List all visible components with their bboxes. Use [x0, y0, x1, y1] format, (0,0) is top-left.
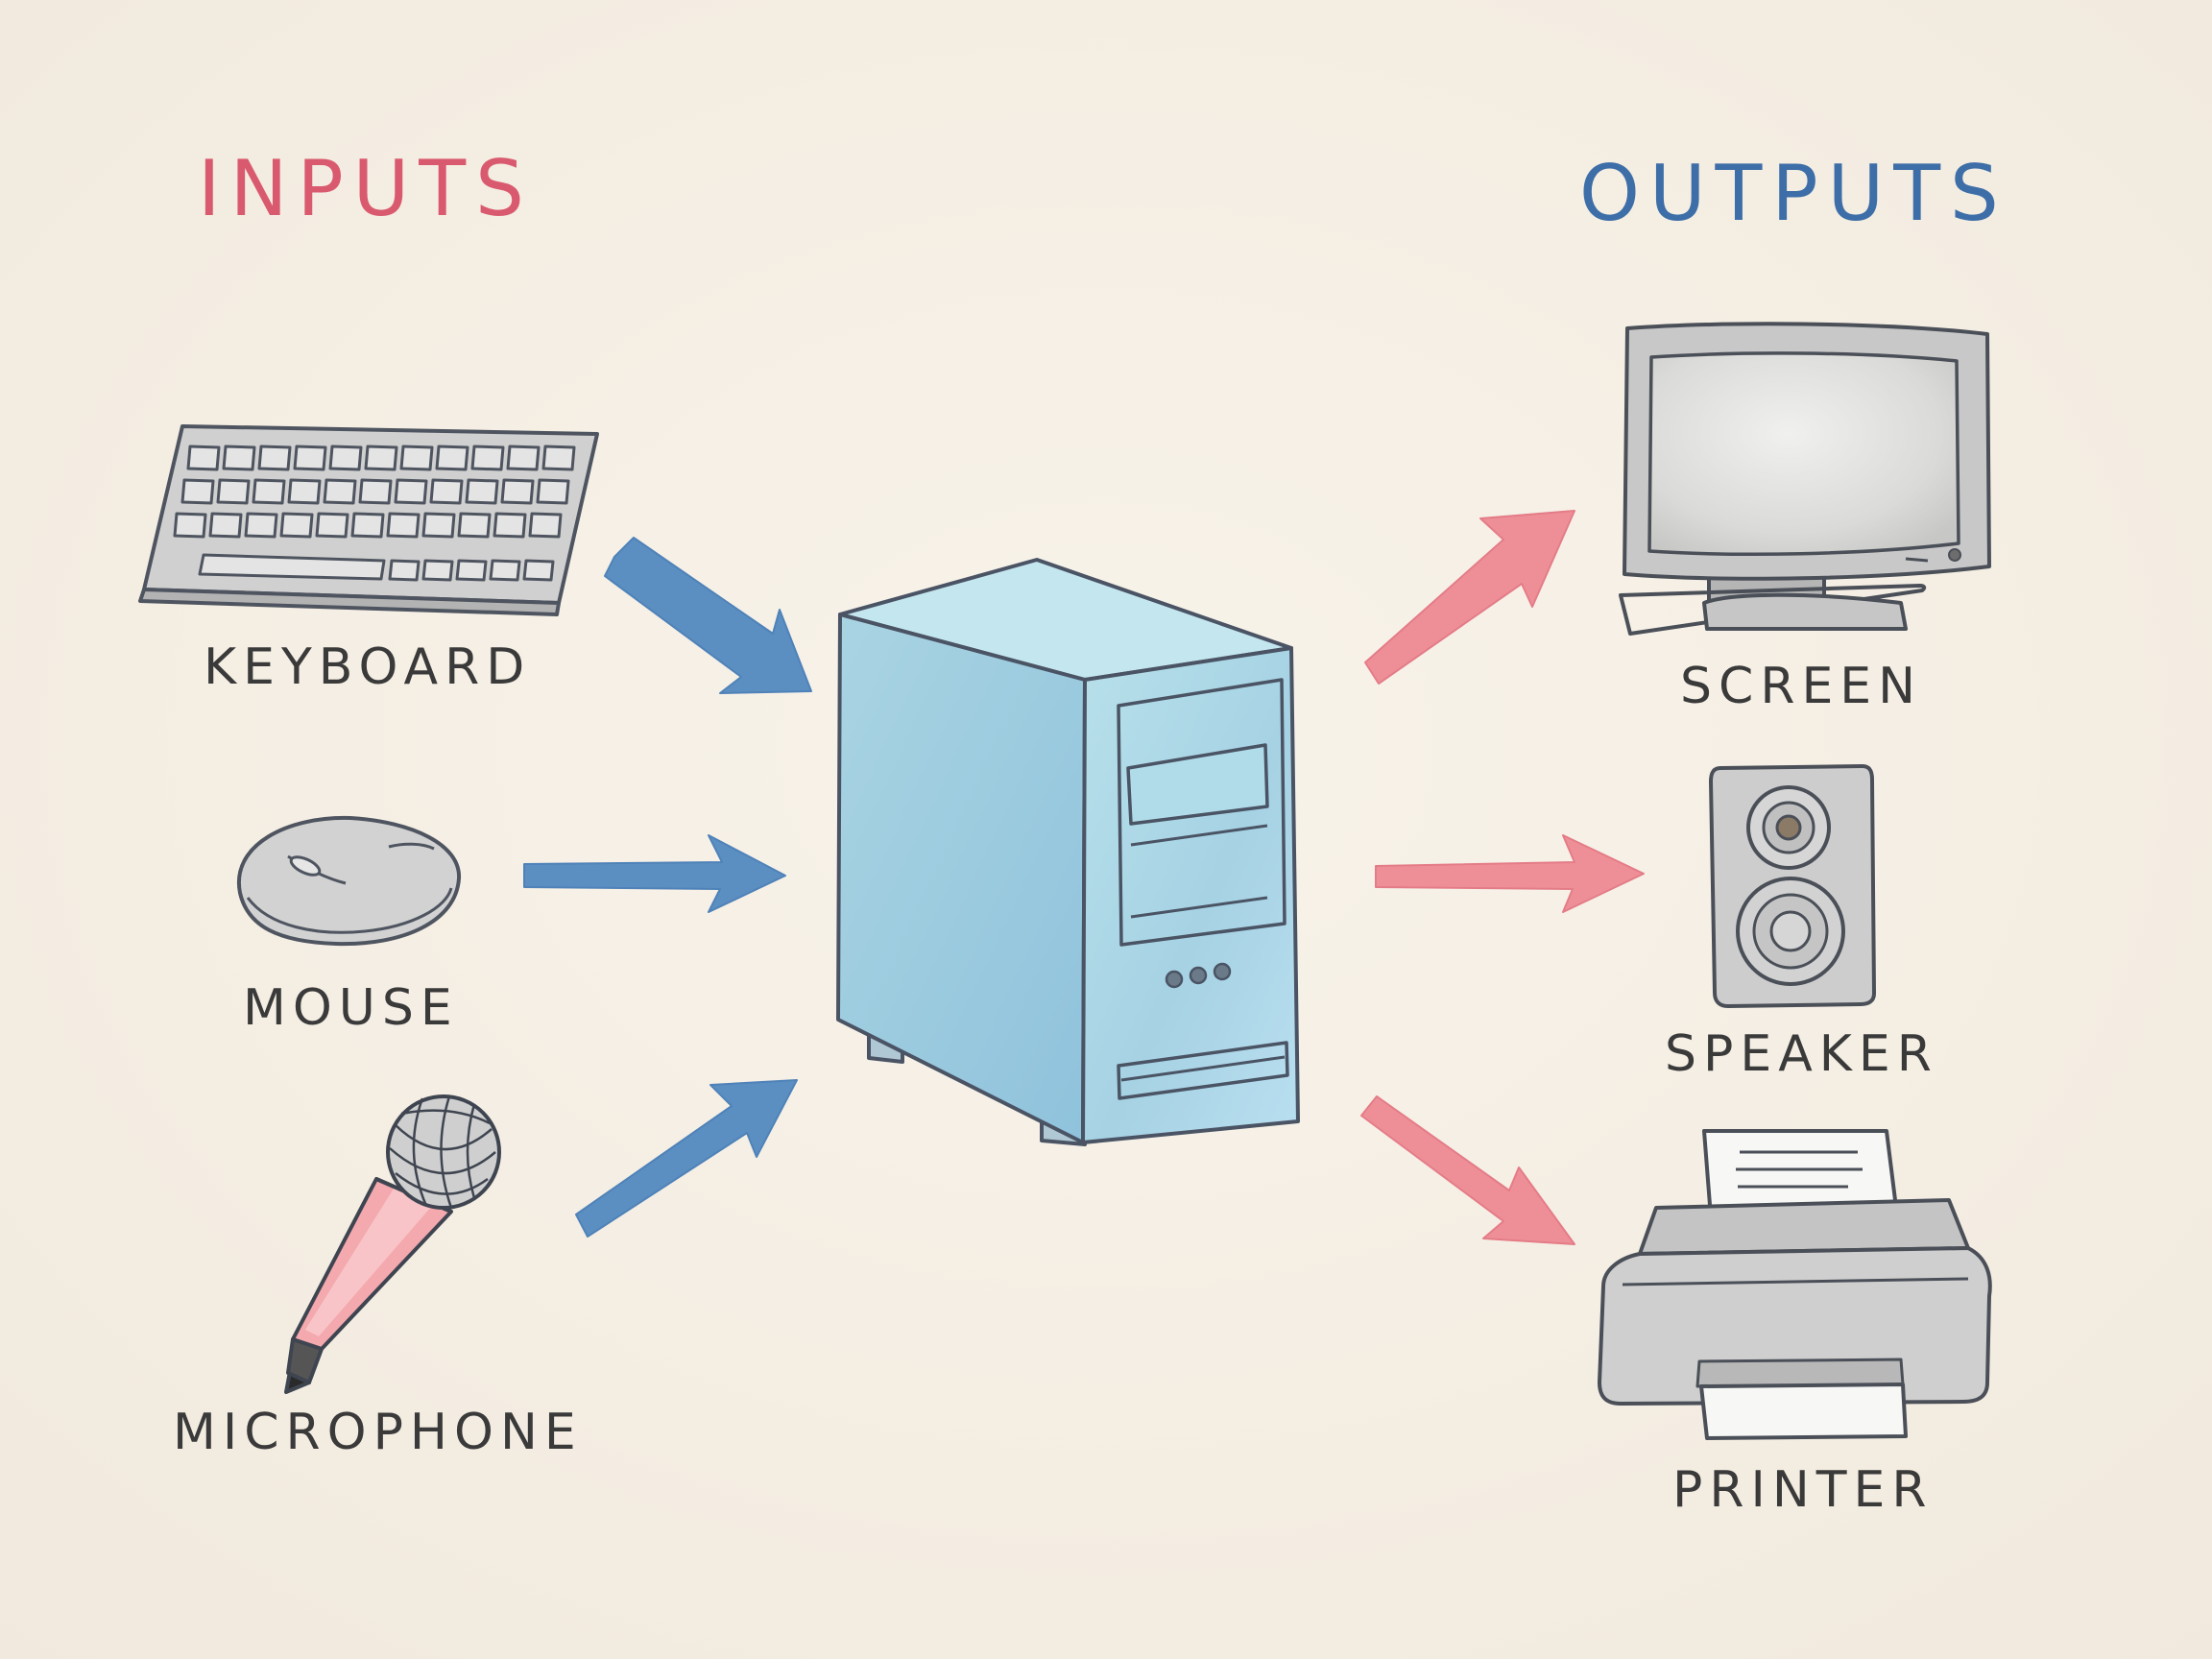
speaker-icon — [1709, 764, 1876, 1008]
keyboard-key — [457, 512, 492, 539]
keyboard-key — [465, 478, 499, 505]
arrow-computer-to-printer — [1360, 1095, 1575, 1245]
keyboard-key — [350, 512, 385, 539]
outputs-heading: OUTPUTS — [1579, 149, 2008, 238]
input-arrows — [523, 537, 812, 1238]
keyboard-key — [388, 559, 421, 582]
keyboard-key — [470, 445, 505, 471]
microphone-label: MICROPHONE — [173, 1404, 583, 1461]
keyboard-key — [493, 512, 527, 539]
monitor-icon — [1619, 322, 1991, 636]
keyboard-key — [394, 478, 428, 505]
keyboard-key — [541, 445, 576, 471]
inputs-heading: INPUTS — [198, 144, 534, 233]
output-arrows — [1360, 510, 1645, 1245]
keyboard-key — [186, 445, 221, 471]
keyboard-key — [173, 512, 207, 539]
arrow-computer-to-screen — [1364, 510, 1575, 685]
keyboard-key — [500, 478, 535, 505]
keyboard-key — [287, 478, 322, 505]
keyboard-key — [358, 478, 393, 505]
keyboard-key — [421, 512, 456, 539]
keyboard-key — [421, 559, 454, 582]
mouse-label: MOUSE — [243, 979, 459, 1037]
keyboard-key — [536, 478, 570, 505]
printer-label: PRINTER — [1672, 1461, 1934, 1519]
computer-tower-icon — [836, 558, 1300, 1146]
printer-icon — [1598, 1129, 1992, 1440]
keyboard-key — [489, 559, 521, 582]
mouse-icon — [236, 815, 462, 947]
keyboard-icon — [138, 424, 599, 616]
speaker-label: SPEAKER — [1665, 1025, 1938, 1083]
keyboard-key — [279, 512, 314, 539]
keyboard-key — [315, 512, 349, 539]
keyboard-key — [506, 445, 541, 471]
keyboard-key — [429, 478, 464, 505]
keyboard-key — [328, 445, 363, 471]
keyboard-key — [522, 559, 555, 582]
keyboard-key — [252, 478, 286, 505]
keyboard-key — [180, 478, 215, 505]
keyboard-label: KEYBOARD — [204, 638, 532, 696]
arrow-mouse-to-computer — [523, 834, 786, 913]
microphone-icon — [284, 1094, 501, 1394]
keyboard-key — [208, 512, 243, 539]
keyboard-key — [528, 512, 563, 539]
keyboard-key — [257, 445, 292, 471]
screen-label: SCREEN — [1680, 658, 1923, 715]
keyboard-key — [364, 445, 398, 471]
arrow-computer-to-speaker — [1375, 834, 1645, 913]
keyboard-key — [455, 559, 488, 582]
keyboard-key — [216, 478, 251, 505]
keyboard-key — [293, 445, 327, 471]
keyboard-key — [244, 512, 278, 539]
keyboard-key — [222, 445, 256, 471]
keyboard-key — [435, 445, 469, 471]
arrow-microphone-to-computer — [575, 1079, 798, 1238]
arrow-keyboard-to-computer — [604, 537, 812, 694]
keyboard-key — [386, 512, 421, 539]
keyboard-key — [399, 445, 434, 471]
keyboard-key — [323, 478, 357, 505]
